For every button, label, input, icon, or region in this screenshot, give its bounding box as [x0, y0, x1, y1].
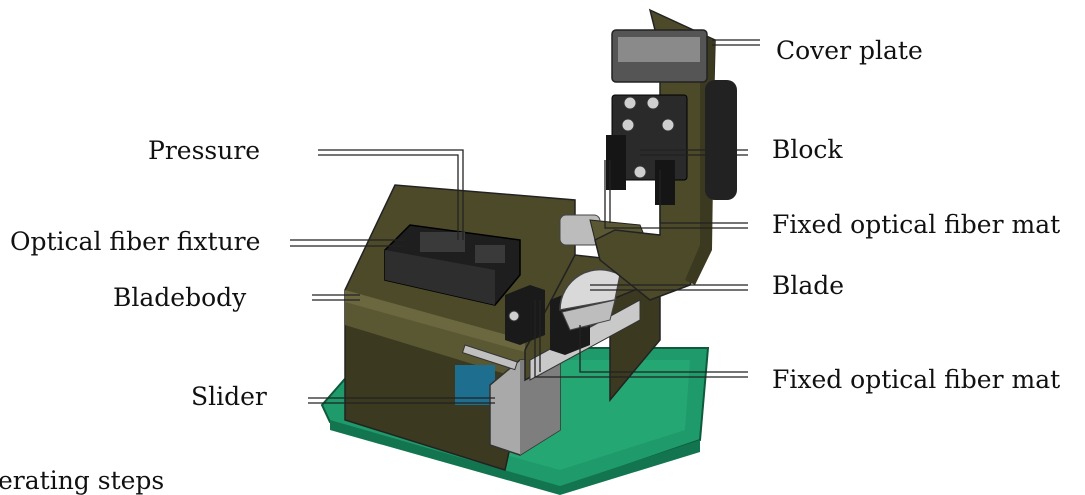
leader-fixed-mat-lower — [534, 300, 748, 378]
label-pressure: Pressure — [148, 136, 261, 165]
label-cover-plate: Cover plate — [776, 36, 923, 65]
label-fiber-fixture: Optical fiber fixture — [10, 227, 261, 256]
leader-blade — [590, 284, 748, 291]
leader-block — [640, 149, 748, 156]
label-block: Block — [772, 135, 843, 164]
label-fixed-mat-lower: Fixed optical fiber mat — [772, 365, 1061, 394]
leader-pressure — [318, 149, 464, 240]
label-slider: Slider — [191, 382, 267, 411]
leader-cover-plate — [712, 39, 760, 46]
footer-steps-heading: erating steps — [0, 466, 165, 495]
label-blade-body: Bladebody — [113, 283, 247, 312]
leader-slider — [308, 397, 495, 404]
leader-fixed-mat-upper — [604, 160, 748, 229]
leader-fiber-fixture — [290, 239, 405, 247]
fiber-guide-rod — [461, 344, 518, 371]
slider-block — [455, 359, 561, 456]
label-fixed-mat-upper: Fixed optical fiber mat — [772, 210, 1061, 239]
leader-blade-body — [312, 294, 360, 301]
leader-lines — [290, 39, 760, 404]
label-blade: Blade — [772, 271, 845, 300]
fiber-fixture — [384, 224, 521, 306]
blade-disc — [559, 268, 621, 331]
